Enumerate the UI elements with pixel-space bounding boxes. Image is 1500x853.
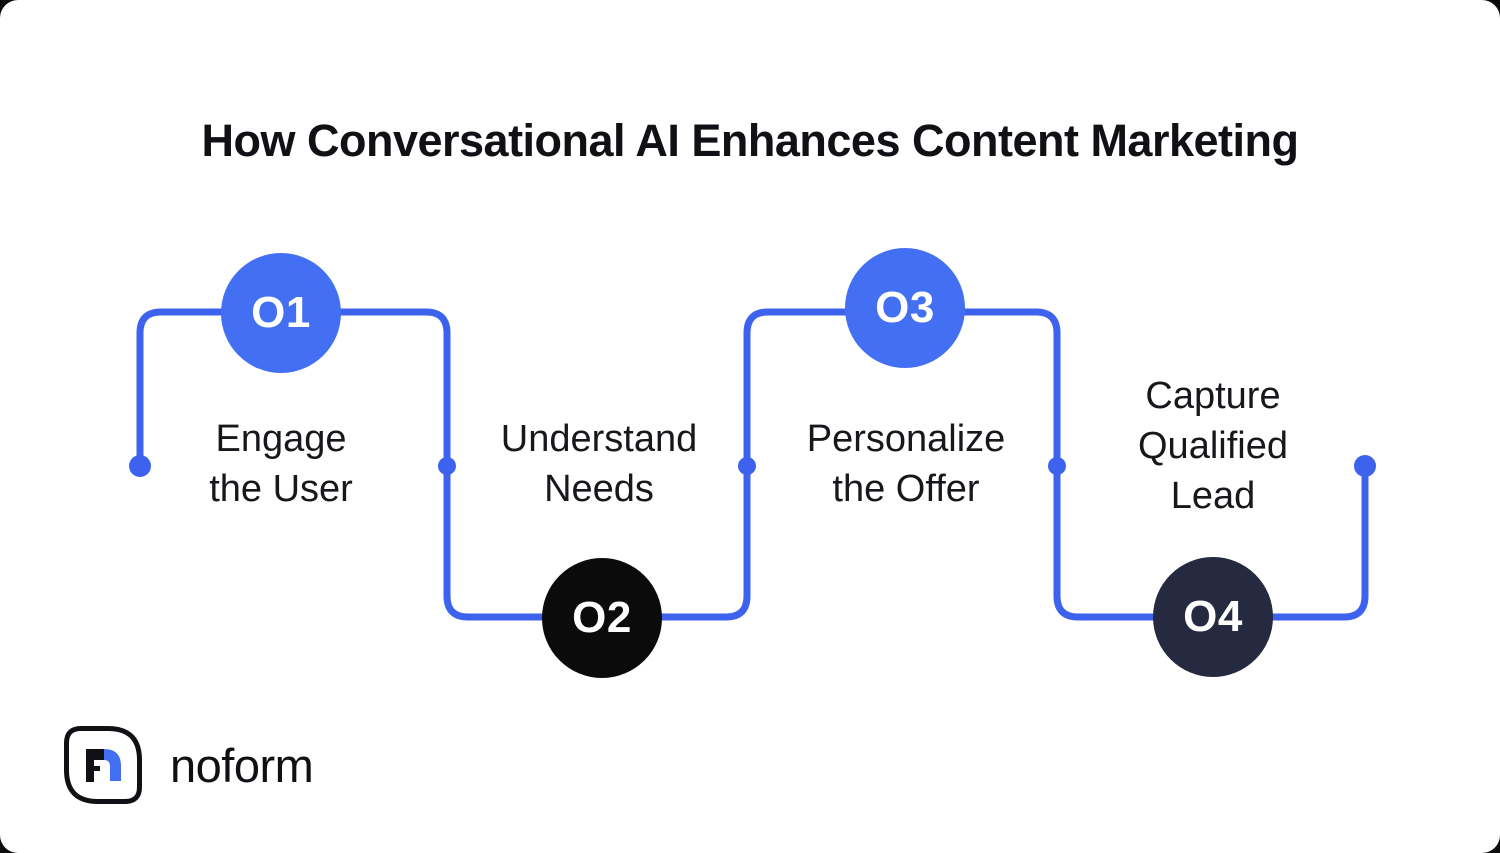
step-2-number: O2	[572, 593, 632, 642]
step-2-label-line: Understand	[500, 418, 698, 460]
step-4-label-line: Capture	[1145, 375, 1281, 417]
step-1-label: Engage the User	[141, 414, 421, 514]
step-1-label-line: the User	[209, 468, 353, 510]
step-3-number: O3	[875, 283, 935, 332]
step-4-number: O4	[1183, 592, 1243, 641]
noform-wordmark: noform	[170, 738, 314, 792]
step-3-circle: O3	[845, 248, 965, 368]
step-1-label-line: Engage	[215, 418, 347, 460]
step-3-label-line: the Offer	[832, 468, 980, 510]
step-2-label: Understand Needs	[459, 414, 739, 514]
step-4-label-line: Lead	[1170, 475, 1256, 517]
step-2-circle: O2	[542, 558, 662, 678]
end-dot	[1354, 455, 1376, 477]
step-3-label-line: Personalize	[806, 418, 1006, 460]
step-1-circle: O1	[221, 253, 341, 373]
step-1-number: O1	[251, 288, 311, 337]
step-4-circle: O4	[1153, 557, 1273, 677]
noform-logo-icon	[64, 726, 142, 804]
logo-mark-black	[86, 749, 104, 782]
mid-dot	[738, 457, 756, 475]
page-title: How Conversational AI Enhances Content M…	[201, 115, 1299, 166]
step-2-label-line: Needs	[544, 468, 654, 510]
step-4-label-line: Qualified	[1138, 425, 1288, 467]
mid-dot	[438, 457, 456, 475]
step-3-label: Personalize the Offer	[766, 414, 1046, 514]
logo-mark-blue	[104, 749, 121, 781]
start-dot	[129, 455, 151, 477]
noform-logo: noform	[64, 726, 314, 804]
mid-dot	[1048, 457, 1066, 475]
step-4-label: Capture Qualified Lead	[1073, 371, 1353, 521]
